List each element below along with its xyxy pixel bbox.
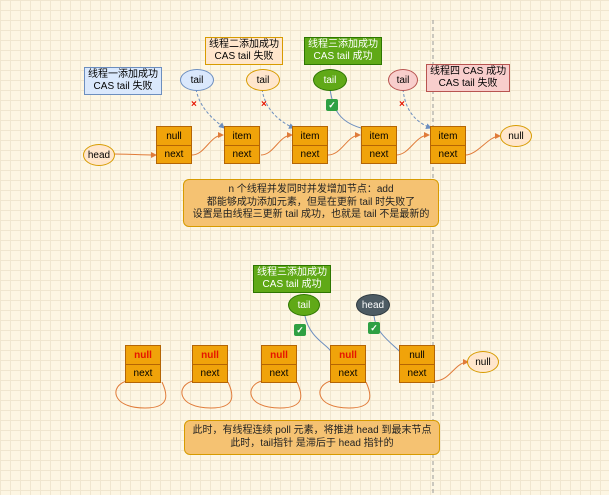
node-top-4: item next bbox=[361, 126, 397, 164]
node-value: item bbox=[430, 126, 466, 145]
node-next: next bbox=[399, 364, 435, 383]
node-next: next bbox=[156, 145, 192, 164]
node-next: next bbox=[125, 364, 161, 383]
node-value: item bbox=[224, 126, 260, 145]
node-next: next bbox=[361, 145, 397, 164]
node-value: null bbox=[156, 126, 192, 145]
tail-oval-4: tail bbox=[388, 69, 418, 91]
fail-mark-2: × bbox=[261, 99, 267, 110]
node-next: next bbox=[192, 364, 228, 383]
node-bottom-2: null next bbox=[192, 345, 228, 383]
null-oval-top: null bbox=[500, 125, 532, 147]
node-top-5: item next bbox=[430, 126, 466, 164]
node-top-2: item next bbox=[224, 126, 260, 164]
ok-mark-1: ✓ bbox=[326, 99, 338, 111]
node-bottom-3: null next bbox=[261, 345, 297, 383]
next-link-2 bbox=[260, 132, 293, 156]
tail-ptr-b bbox=[304, 315, 333, 355]
next-link-4 bbox=[395, 132, 430, 156]
note-top: n 个线程并发同时并发增加节点：add 都能够成功添加元素，但是在更新 tail… bbox=[183, 179, 439, 227]
tail-ptr-2 bbox=[261, 88, 295, 129]
head-oval-top: head bbox=[83, 144, 115, 166]
next-link-b bbox=[434, 359, 469, 382]
node-value: null bbox=[125, 345, 161, 364]
fail-mark-3: × bbox=[399, 99, 405, 110]
node-next: next bbox=[292, 145, 328, 164]
tail-oval-bottom: tail bbox=[288, 294, 320, 316]
node-value: item bbox=[361, 126, 397, 145]
node-top-1: null next bbox=[156, 126, 192, 164]
node-next: next bbox=[330, 364, 366, 383]
loop-2 bbox=[181, 380, 233, 409]
loop-1 bbox=[115, 380, 167, 409]
node-bottom-4: null next bbox=[330, 345, 366, 383]
next-link-3 bbox=[327, 132, 361, 156]
tail-oval-2: tail bbox=[246, 69, 280, 91]
next-link-5 bbox=[464, 133, 501, 156]
tail-oval-1: tail bbox=[180, 69, 214, 91]
node-next: next bbox=[430, 145, 466, 164]
node-value: null bbox=[399, 345, 435, 364]
node-bottom-5: null next bbox=[399, 345, 435, 383]
node-value: null bbox=[261, 345, 297, 364]
tail-ptr-4 bbox=[402, 88, 432, 130]
ok-mark-2: ✓ bbox=[294, 324, 306, 336]
node-top-3: item next bbox=[292, 126, 328, 164]
ok-mark-3: ✓ bbox=[368, 322, 380, 334]
loop-4 bbox=[319, 380, 371, 409]
loop-3 bbox=[250, 380, 302, 409]
node-next: next bbox=[261, 364, 297, 383]
node-value: null bbox=[192, 345, 228, 364]
tail-ptr-3 bbox=[329, 88, 362, 129]
head-link bbox=[112, 151, 157, 158]
tail-oval-3: tail bbox=[313, 69, 347, 91]
tail-ptr-1 bbox=[195, 88, 225, 129]
fail-mark-1: × bbox=[191, 99, 197, 110]
head-oval-bottom: head bbox=[356, 294, 390, 316]
node-value: null bbox=[330, 345, 366, 364]
next-link-1 bbox=[191, 132, 224, 156]
node-bottom-1: null next bbox=[125, 345, 161, 383]
node-next: next bbox=[224, 145, 260, 164]
node-value: item bbox=[292, 126, 328, 145]
note-bottom: 此时，有线程连续 poll 元素，将推进 head 到最末节点 此时，tail指… bbox=[184, 420, 440, 455]
null-oval-bottom: null bbox=[467, 351, 499, 373]
